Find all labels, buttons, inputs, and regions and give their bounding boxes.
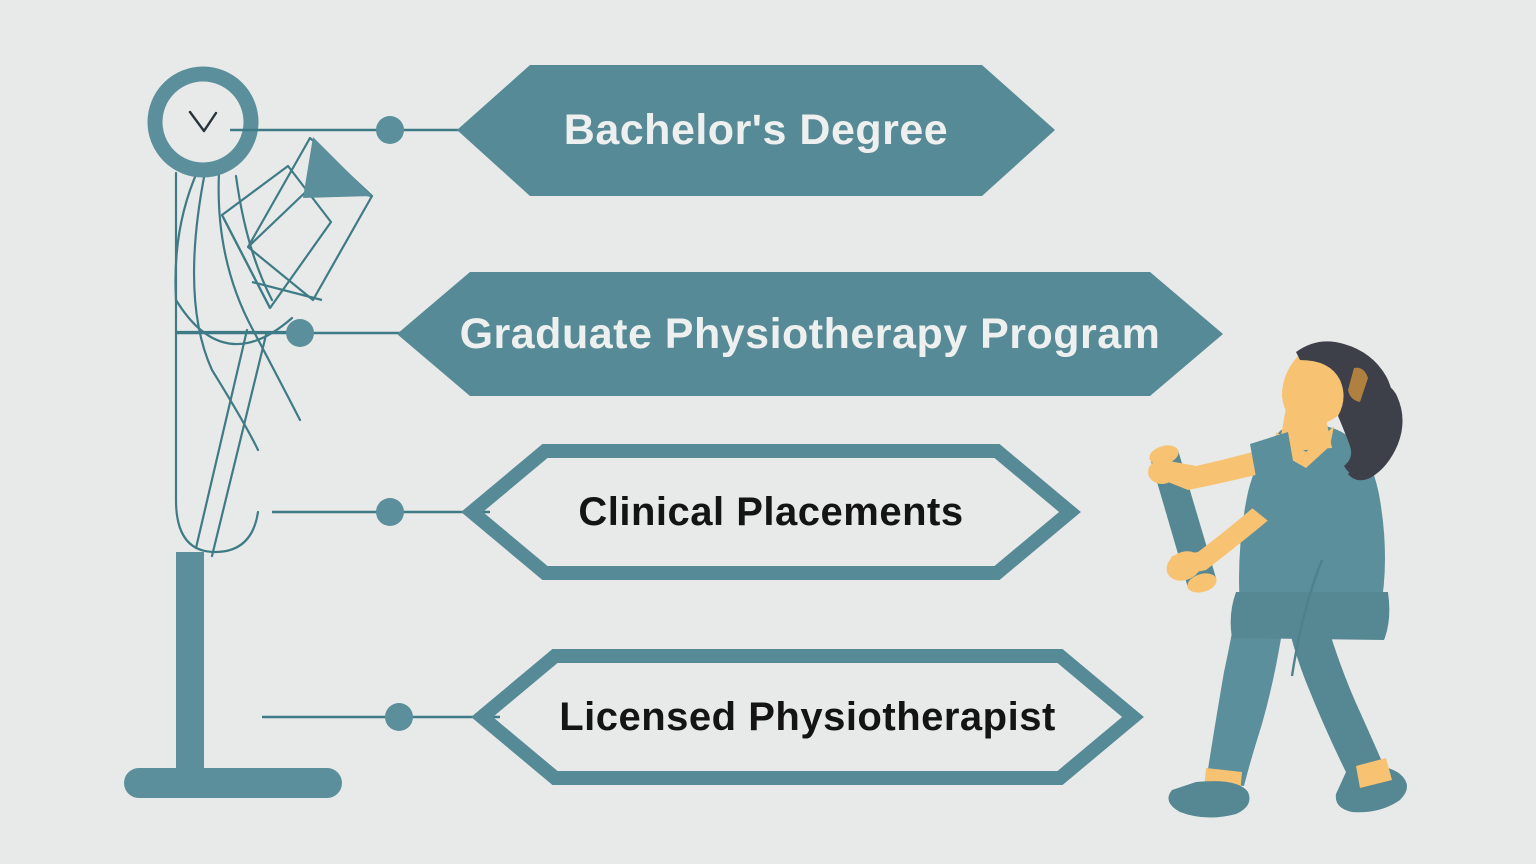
shoe-front xyxy=(1168,781,1250,818)
face-chevron-icon xyxy=(188,110,218,133)
body-contour-a xyxy=(192,170,260,452)
face xyxy=(1282,352,1348,425)
connector-dot-4 xyxy=(385,703,413,731)
leg-line xyxy=(194,328,249,550)
hand-upper xyxy=(1148,460,1176,484)
connector-dot-2 xyxy=(286,319,314,347)
ponytail xyxy=(1344,377,1403,481)
hair-tie xyxy=(1348,367,1368,402)
stand-base xyxy=(124,768,342,798)
right-illustration xyxy=(1148,341,1407,818)
ankle-back xyxy=(1356,758,1392,788)
paper-fold xyxy=(221,214,271,309)
mat-end-bottom xyxy=(1187,573,1217,593)
paper-edge-2 xyxy=(251,280,323,302)
sleeve-lower xyxy=(1252,476,1304,532)
step-banner-4-shape[interactable] xyxy=(471,649,1144,785)
sleeve-upper xyxy=(1250,432,1296,488)
connector-dot-3 xyxy=(376,498,404,526)
left-illustration xyxy=(124,66,374,798)
body-outline-left xyxy=(174,171,260,554)
hand-lower xyxy=(1166,551,1202,581)
hip-sweep xyxy=(174,298,294,346)
body-shoulder-curve xyxy=(174,168,200,302)
filled-triangle-accent xyxy=(303,137,372,198)
body-contour-b xyxy=(217,170,302,422)
connector-dot-1 xyxy=(376,116,404,144)
torso-seam xyxy=(1290,559,1324,677)
leg-back xyxy=(1283,592,1390,796)
connectors-group xyxy=(176,116,500,731)
step-banner-2-shape[interactable] xyxy=(397,272,1223,396)
scrub-hips xyxy=(1230,592,1390,640)
step-banner-3-shape[interactable] xyxy=(461,444,1081,580)
head-ring xyxy=(147,66,259,178)
leg-line-2 xyxy=(210,333,268,558)
mat-end-top xyxy=(1149,445,1179,465)
step-banner-1-shape[interactable] xyxy=(457,65,1055,196)
stand-pole xyxy=(176,552,204,778)
arm-upper xyxy=(1156,446,1276,490)
